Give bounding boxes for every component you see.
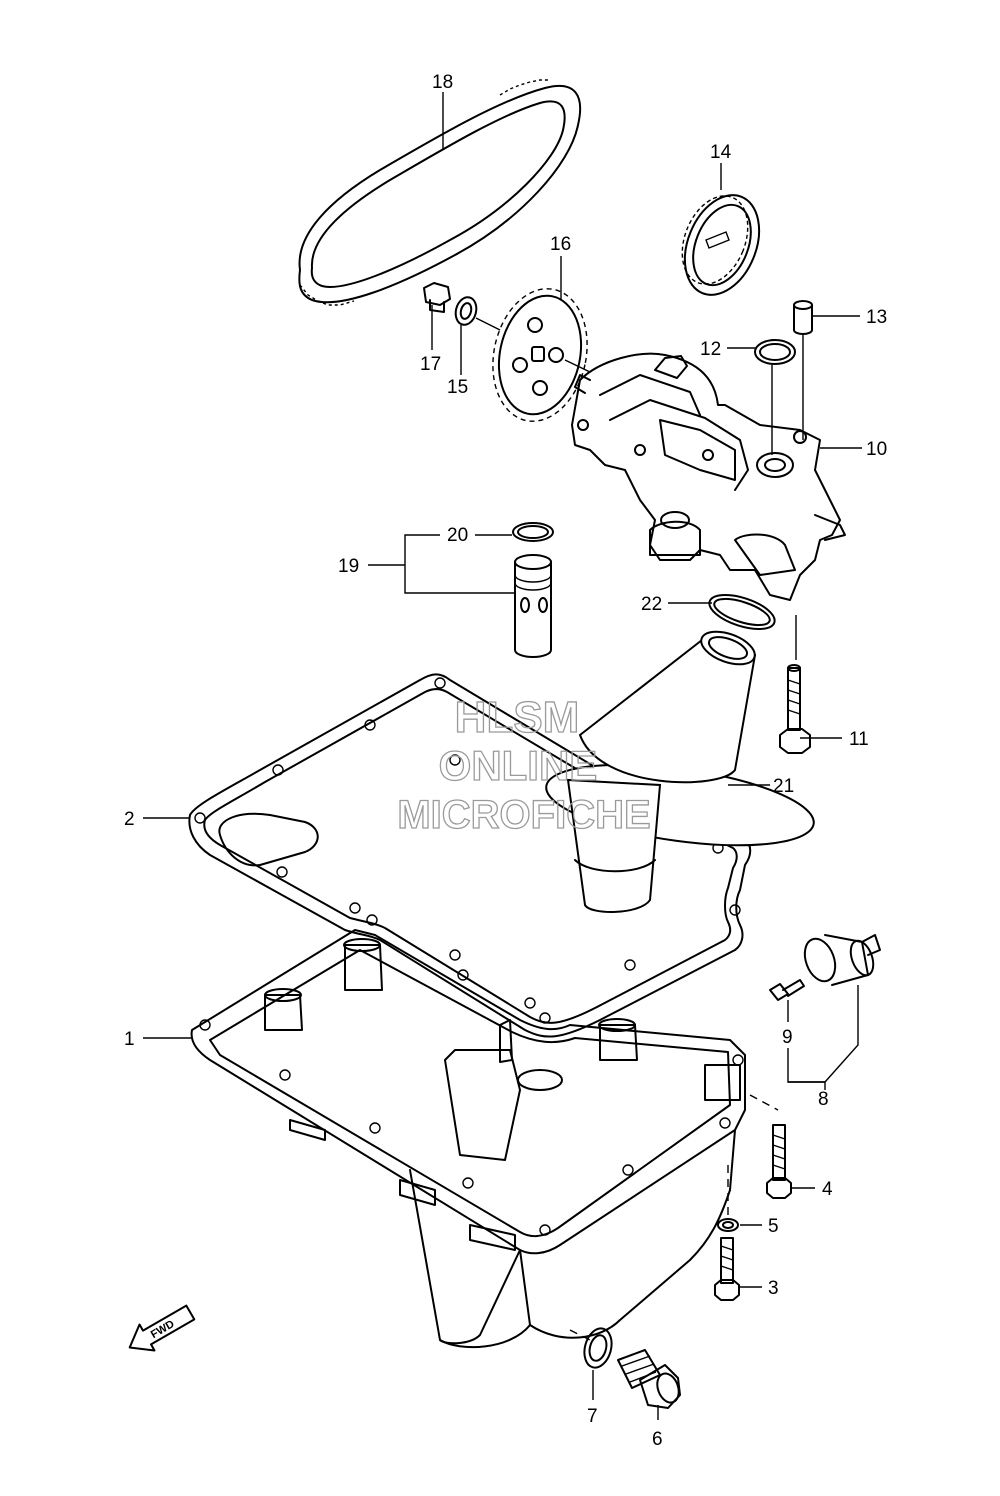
washer-5[interactable]: [717, 1218, 739, 1232]
watermark-line1: HLSM: [455, 693, 580, 742]
oil-pan-bolt-4[interactable]: [766, 1124, 792, 1199]
callout-13[interactable]: 13: [866, 307, 887, 328]
callout-5[interactable]: 5: [768, 1216, 779, 1237]
callout-8[interactable]: 8: [818, 1089, 829, 1110]
callout-18[interactable]: 18: [432, 72, 453, 93]
oil-pump-sprocket[interactable]: [481, 280, 599, 430]
oil-pan-gasket[interactable]: [188, 673, 752, 1038]
callout-15[interactable]: 15: [447, 377, 468, 398]
assembly-line-15: [475, 317, 501, 331]
forward-arrow: FWD: [128, 1304, 196, 1352]
oil-strainer[interactable]: [541, 625, 818, 913]
oil-pan[interactable]: [190, 929, 746, 1349]
o-ring-12[interactable]: [754, 339, 796, 365]
callout-3[interactable]: 3: [768, 1278, 779, 1299]
callout-6[interactable]: 6: [652, 1429, 663, 1450]
callout-2[interactable]: 2: [124, 809, 135, 830]
watermark: HLSM ONLINE MICROFICHE: [397, 692, 652, 837]
oil-pressure-switch[interactable]: [799, 934, 881, 986]
switch-screw[interactable]: [769, 979, 805, 1001]
drive-chain[interactable]: [298, 79, 582, 306]
sprocket-washer[interactable]: [453, 295, 480, 327]
watermark-line2: ONLINE: [439, 742, 598, 789]
oil-pipe-19[interactable]: [514, 554, 552, 658]
o-ring-20[interactable]: [512, 522, 554, 542]
oil-pan-bolt-3[interactable]: [714, 1237, 740, 1301]
oil-pump-bolt[interactable]: [779, 664, 811, 754]
callout-14[interactable]: 14: [710, 142, 732, 163]
callout-11[interactable]: 11: [849, 729, 869, 750]
callout-1[interactable]: 1: [124, 1029, 135, 1050]
dowel-pin-13[interactable]: [793, 300, 813, 335]
watermark-line3: MICROFICHE: [397, 793, 650, 837]
o-ring-22[interactable]: [705, 588, 778, 636]
callout-20[interactable]: 20: [447, 525, 468, 546]
callout-17[interactable]: 17: [420, 354, 441, 375]
callout-12[interactable]: 12: [700, 339, 721, 360]
callout-labels: 18 14 16 13 12 17 15 10 20 19 22 11 21 2…: [124, 72, 887, 1450]
callout-19[interactable]: 19: [338, 556, 359, 577]
sprocket-bolt[interactable]: [423, 282, 451, 313]
callout-10[interactable]: 10: [866, 439, 887, 460]
driven-gear[interactable]: [670, 184, 773, 306]
assembly-line-4: [749, 1094, 779, 1111]
oil-pump-assembly[interactable]: [571, 352, 846, 601]
assembly-line-7: [569, 1329, 591, 1341]
drain-plug[interactable]: [617, 1349, 683, 1409]
callout-4[interactable]: 4: [822, 1179, 833, 1200]
drain-plug-gasket[interactable]: [580, 1325, 615, 1370]
callout-22[interactable]: 22: [641, 594, 662, 615]
callout-9[interactable]: 9: [782, 1027, 793, 1048]
callout-21[interactable]: 21: [773, 776, 794, 797]
leader-lines: [143, 92, 862, 1420]
callout-16[interactable]: 16: [550, 234, 571, 255]
callout-7[interactable]: 7: [587, 1406, 598, 1427]
